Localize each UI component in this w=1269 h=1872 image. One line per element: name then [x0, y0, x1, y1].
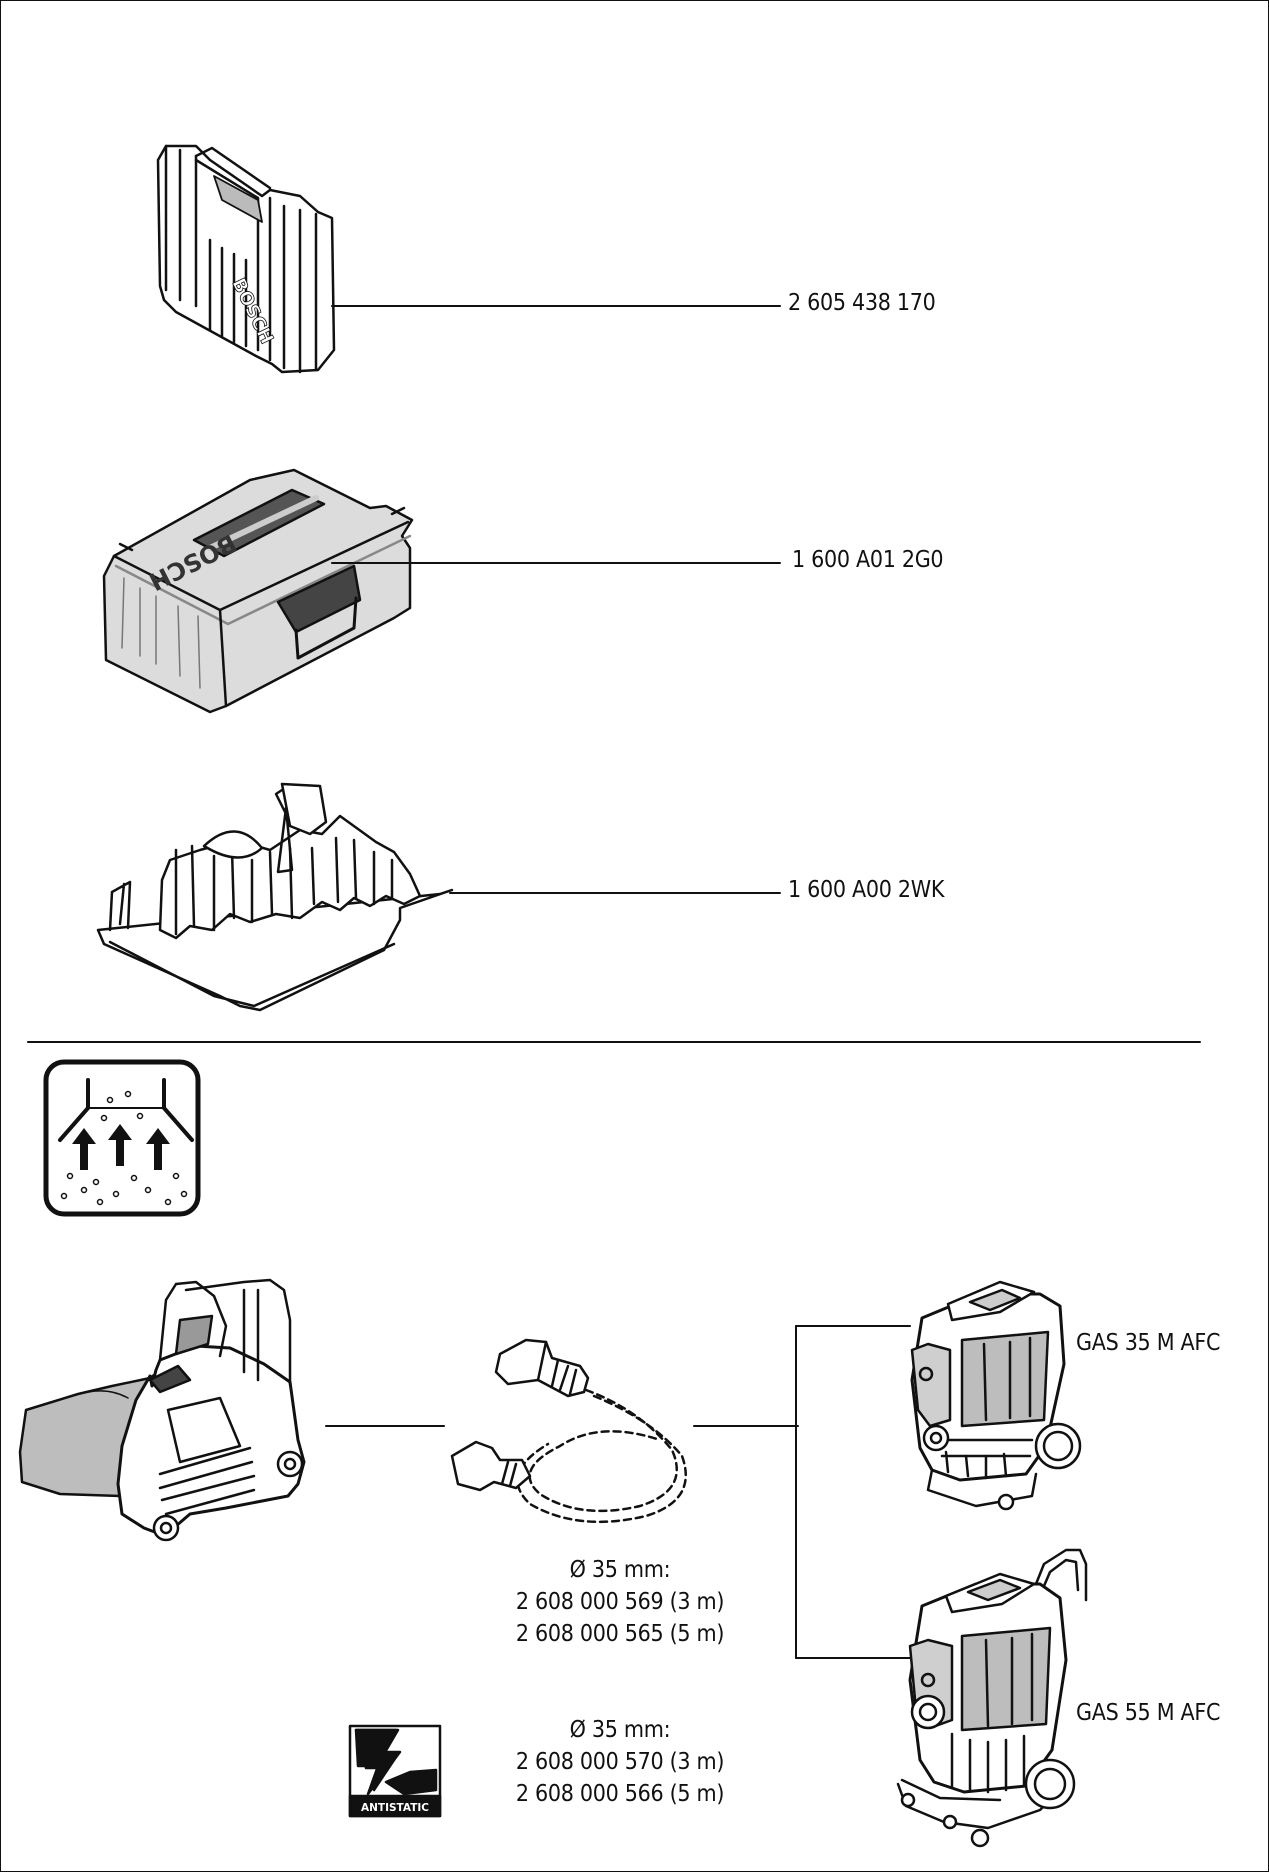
antistatic-badge-icon [348, 1724, 442, 1818]
dust-extraction-pictogram [43, 1059, 201, 1217]
case-insert-part-number: 1 600 A00 2WK [788, 877, 945, 903]
standard-hose-part-3m: 2 608 000 569 (3 m) [515, 1589, 725, 1615]
grinder-with-extraction-guard [18, 1278, 445, 1542]
vacuum-gas-55-illustration [896, 1548, 1088, 1848]
standard-hose-info: Ø 35 mm: 2 608 000 569 (3 m) 2 608 000 5… [420, 1554, 820, 1650]
extraction-hose-illustration [450, 1338, 799, 1524]
case-insert-illustration [96, 782, 781, 1012]
case-part-number: 2 605 438 170 [788, 290, 936, 316]
antistatic-badge-label: ANTISTATIC [361, 1802, 429, 1814]
antistatic-hose-diameter: Ø 35 mm: [569, 1717, 671, 1743]
vacuum-connector-bracket [795, 1325, 911, 1659]
standard-hose-diameter: Ø 35 mm: [569, 1557, 671, 1583]
carrying-case-illustration [156, 144, 781, 374]
antistatic-hose-part-5m: 2 608 000 566 (5 m) [515, 1781, 725, 1807]
vacuum-gas-35-label: GAS 35 M AFC [1076, 1330, 1221, 1356]
standard-hose-part-5m: 2 608 000 565 (5 m) [515, 1621, 725, 1647]
vacuum-gas-55-label: GAS 55 M AFC [1076, 1700, 1221, 1726]
l-boxx-illustration [102, 468, 781, 714]
antistatic-hose-info: Ø 35 mm: 2 608 000 570 (3 m) 2 608 000 5… [420, 1714, 820, 1810]
antistatic-hose-part-3m: 2 608 000 570 (3 m) [515, 1749, 725, 1775]
vacuum-gas-35-illustration [910, 1280, 1082, 1511]
l-boxx-part-number: 1 600 A01 2G0 [792, 547, 944, 573]
